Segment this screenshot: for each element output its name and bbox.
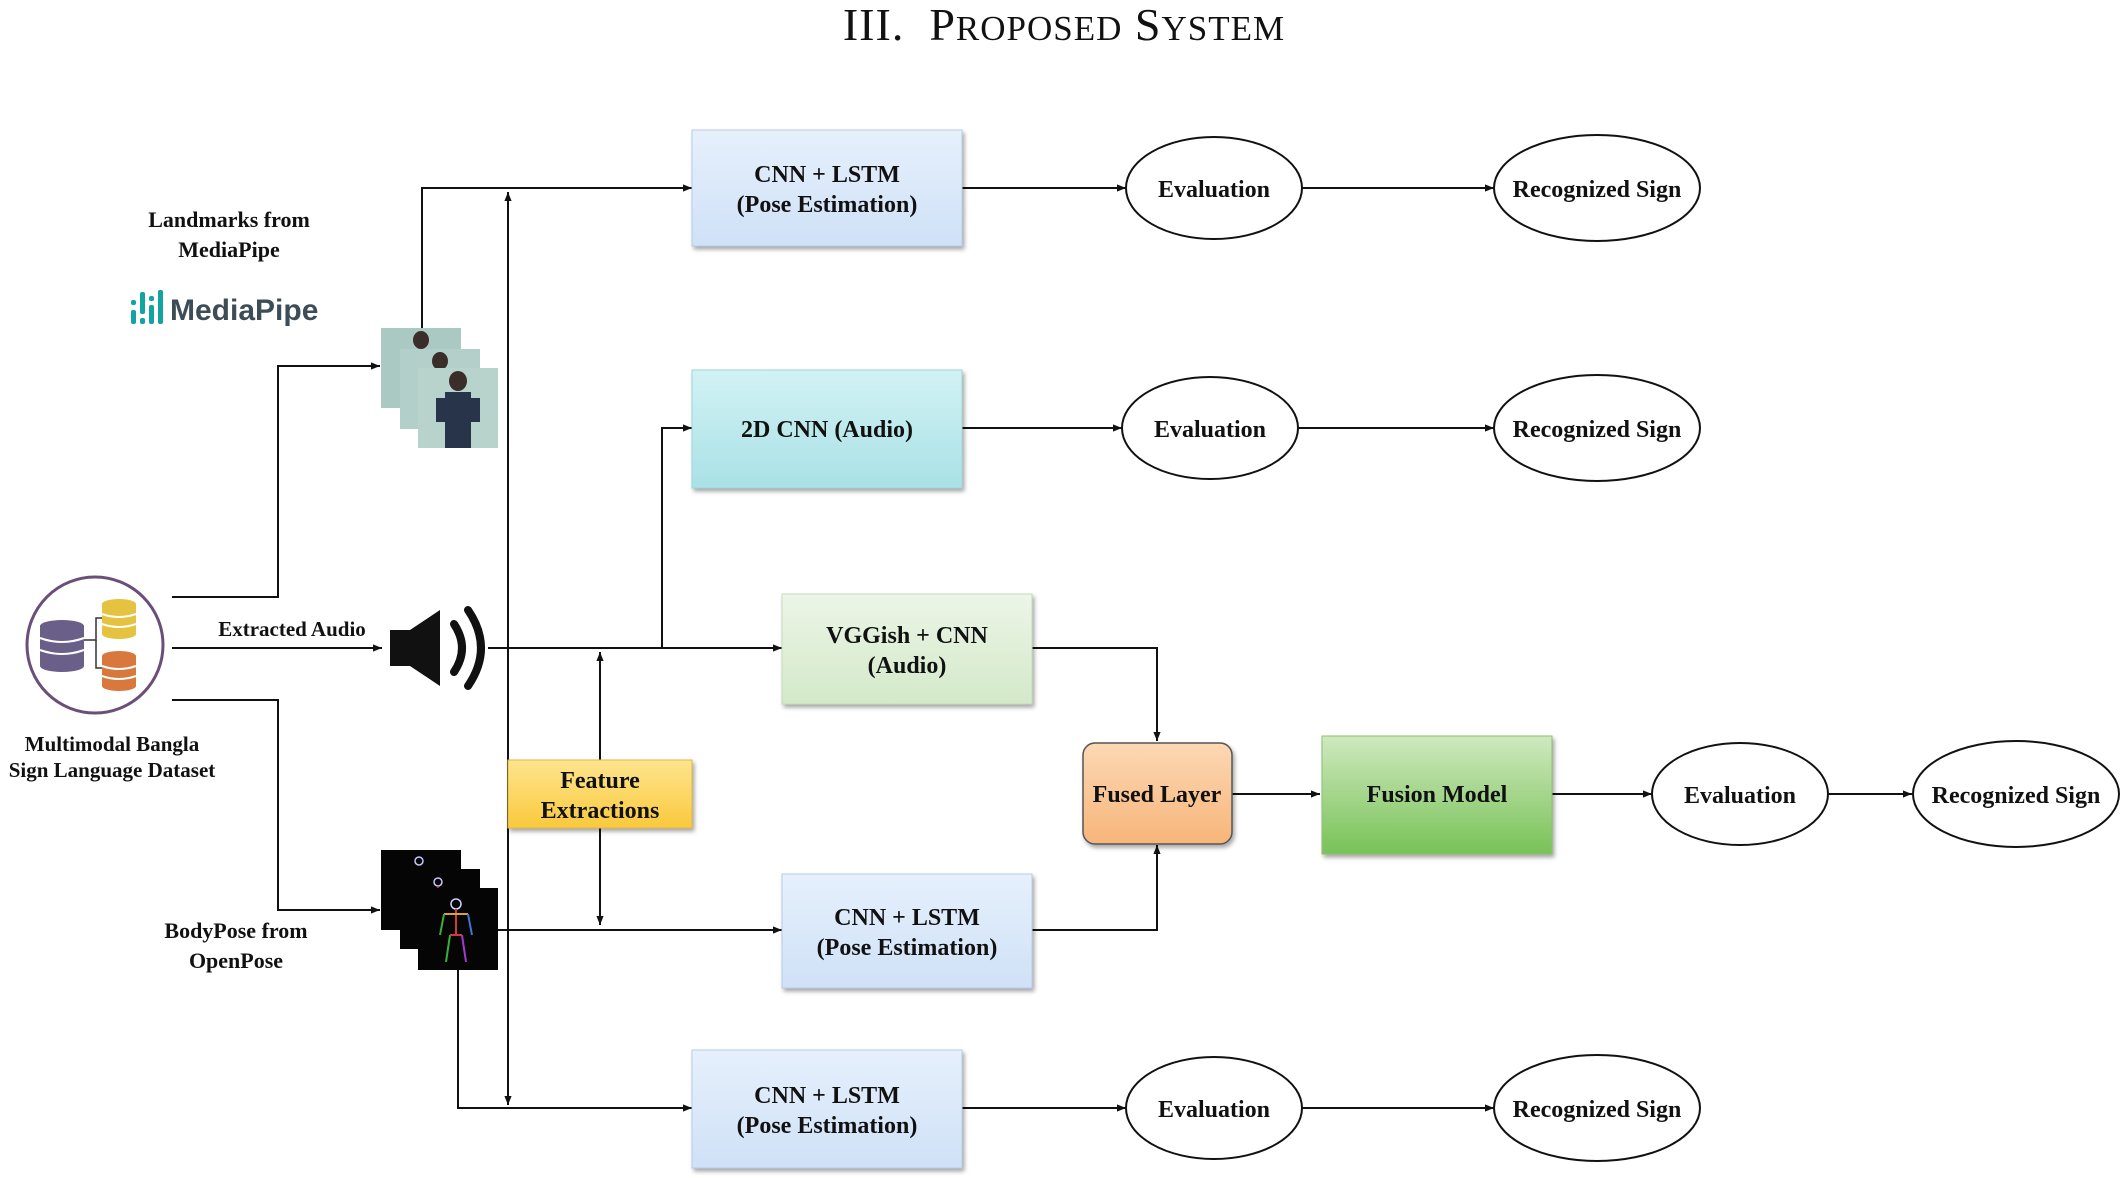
cnn-2d-audio-text: 2D CNN (Audio) [741,417,913,443]
speaker-icon [390,606,485,690]
database-stack-icon [25,575,165,715]
vggish-cnn-line2: (Audio) [868,653,947,679]
recognized-sign-row2-text: Recognized Sign [1513,417,1682,443]
fused-layer-text: Fused Layer [1093,782,1222,808]
cnn-lstm-bottom-line2: (Pose Estimation) [737,1113,918,1139]
extracted-audio-label: Extracted Audio [218,617,366,641]
recognized-sign-row1-text: Recognized Sign [1513,177,1682,203]
connector-speaker-to-2dcnn [661,424,692,648]
openpose-frame-3 [418,888,498,970]
evaluation-row5-text: Evaluation [1158,1097,1270,1123]
cnn-lstm-bottom-box: CNN + LSTM (Pose Estimation) [691,1049,963,1169]
landmarks-label-line2: MediaPipe [178,237,280,262]
connectors [172,184,1912,1112]
connector-dataset-to-mediapipe-frames [172,362,380,598]
bodypose-label-line1: BodyPose from [164,918,307,943]
connector-dataset-to-openpose-frames [172,699,380,914]
mediapipe-frame-3 [418,368,498,448]
evaluation-row5: Evaluation [1125,1056,1303,1160]
mediapipe-logo-icon: MediaPipe [131,290,318,327]
bodypose-label-line2: OpenPose [189,948,283,973]
openpose-frames [381,850,498,970]
heading-numeral: III. [842,0,905,50]
feature-extractions-line2: Extractions [541,798,660,824]
recognized-sign-row4-text: Recognized Sign [1932,783,2101,809]
evaluation-row2-text: Evaluation [1154,417,1266,443]
cnn-2d-audio-box: 2D CNN (Audio) [691,369,963,489]
cnn-lstm-bottom-line1: CNN + LSTM [754,1083,900,1109]
cnn-lstm-mid-box: CNN + LSTM (Pose Estimation) [781,873,1033,989]
connector-openpose-to-bottom-cnn [457,968,692,1112]
connector-vggish-to-fused [1032,647,1161,741]
recognized-sign-row2: Recognized Sign [1493,374,1701,482]
landmarks-label-line1: Landmarks from [148,207,310,232]
mediapipe-logo-text: MediaPipe [170,294,318,327]
vggish-cnn-line1: VGGish + CNN [826,623,988,649]
connector-mediapipe-to-top-cnn [421,184,692,330]
cnn-lstm-mid-line1: CNN + LSTM [834,905,980,931]
feature-extractions-box: Feature Extractions [507,759,693,829]
cnn-lstm-top-line2: (Pose Estimation) [737,192,918,218]
dataset-label-line1: Multimodal Bangla [25,732,200,756]
heading-word-1: PROPOSED [929,0,1123,50]
cnn-lstm-top-box: CNN + LSTM (Pose Estimation) [691,129,963,247]
cnn-lstm-mid-line2: (Pose Estimation) [817,935,998,961]
vggish-cnn-box: VGGish + CNN (Audio) [781,593,1033,705]
evaluation-row4-text: Evaluation [1684,783,1796,809]
recognized-sign-row4: Recognized Sign [1912,740,2120,848]
feature-extractions-line1: Feature [560,768,640,794]
fused-layer-box: Fused Layer [1082,742,1233,845]
fusion-model-text: Fusion Model [1367,782,1508,808]
evaluation-row4: Evaluation [1651,742,1829,846]
cnn-lstm-top-line1: CNN + LSTM [754,162,900,188]
dataset-label-line2: Sign Language Dataset [9,758,216,782]
section-heading: III. PROPOSED SYSTEM [0,0,2128,54]
mediapipe-frames [381,328,498,448]
evaluation-row1-text: Evaluation [1158,177,1270,203]
evaluation-row1: Evaluation [1125,136,1303,240]
recognized-sign-row5: Recognized Sign [1493,1054,1701,1162]
fusion-model-box: Fusion Model [1321,735,1553,855]
evaluation-row2: Evaluation [1121,376,1299,480]
recognized-sign-row1: Recognized Sign [1493,134,1701,242]
recognized-sign-row5-text: Recognized Sign [1513,1097,1682,1123]
heading-word-2: SYSTEM [1134,0,1286,50]
connector-midcnn-to-fused [1032,845,1161,931]
